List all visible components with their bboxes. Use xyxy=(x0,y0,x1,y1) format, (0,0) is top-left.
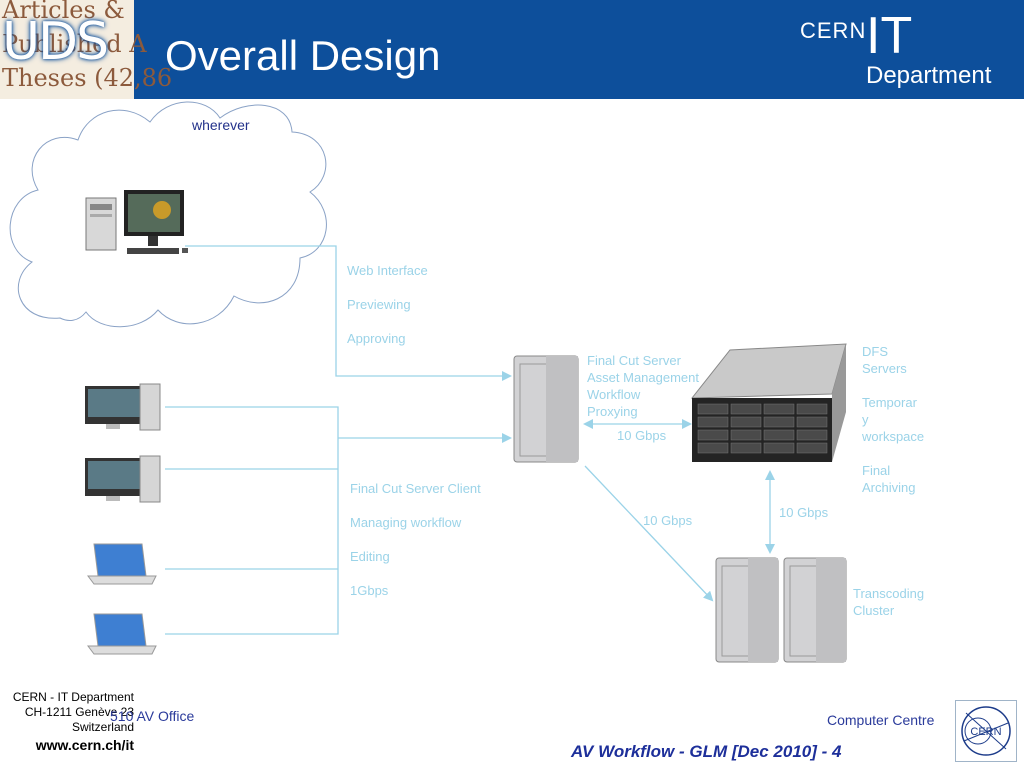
cern-it-logo-department: Department xyxy=(866,62,992,89)
dfs-label: Final xyxy=(862,463,891,478)
dfs-label: Servers xyxy=(862,361,907,376)
fcs-label: Workflow xyxy=(587,387,641,402)
previewing-label: Previewing xyxy=(347,297,411,312)
cloud-label: wherever xyxy=(192,117,250,133)
laptop-icon xyxy=(87,613,157,655)
dfs-label: Temporar xyxy=(862,395,917,410)
dfs-label: workspace xyxy=(862,429,925,444)
fcs-label: Proxying xyxy=(587,404,638,419)
address-line: CH-1211 Genève 23 xyxy=(24,705,134,719)
web-link-line xyxy=(185,245,512,381)
workstation-pc-icon xyxy=(85,190,188,254)
transcoding-server-icon xyxy=(783,557,847,663)
client-label: Editing xyxy=(350,549,390,564)
web-interface-label: Web Interface xyxy=(347,263,428,278)
fcs-label: Asset Management xyxy=(587,370,700,385)
cern-logo-icon: CERN xyxy=(955,700,1017,762)
footer-url: www.cern.ch/it xyxy=(35,737,134,753)
approving-label: Approving xyxy=(347,331,406,346)
cluster-label: Transcoding xyxy=(853,586,925,601)
fcs-cluster-link xyxy=(584,465,714,602)
cern-it-logo-cern: CERN xyxy=(800,18,867,43)
imac-icon xyxy=(85,383,161,431)
client-bus-line xyxy=(165,406,339,635)
slide-title: Overall Design xyxy=(165,32,441,79)
cern-logo-text: CERN xyxy=(970,726,1001,738)
footer-address: CERN - IT Department CH-1211 Genève 23 S… xyxy=(0,690,134,753)
dfs-server-rack-icon xyxy=(690,343,847,462)
uds-bg-line: Articles & xyxy=(2,0,125,24)
cern-it-logo-it: IT xyxy=(866,7,913,65)
client-label: Final Cut Server Client xyxy=(350,481,481,496)
address-line: CERN - IT Department xyxy=(12,690,134,704)
cluster-label: Cluster xyxy=(853,603,895,618)
office-label: 510 AV Office xyxy=(110,708,195,724)
dfs-cluster-speed-label: 10 Gbps xyxy=(779,505,829,520)
address-line: Switzerland xyxy=(71,720,134,734)
header-bar: Articles & Published A Theses (42,86 UDS… xyxy=(0,0,1024,99)
uds-logo-text: UDS xyxy=(2,12,109,72)
dfs-label: Archiving xyxy=(862,480,916,495)
fcs-label: Final Cut Server xyxy=(587,353,681,368)
footer-slide-title: AV Workflow - GLM [Dec 2010] - 4 xyxy=(571,742,842,761)
client-label: Managing workflow xyxy=(350,515,462,530)
uds-logo: Articles & Published A Theses (42,86 UDS xyxy=(0,0,172,99)
computer-centre-label: Computer Centre xyxy=(827,712,935,728)
uds-bg-line: Published A xyxy=(2,30,147,58)
dfs-label: y xyxy=(862,412,869,427)
fcs-cluster-speed-label: 10 Gbps xyxy=(643,513,693,528)
transcoding-server-icon xyxy=(715,557,779,663)
uds-bg-line: Theses (42,86 xyxy=(2,64,173,92)
fcs-dfs-speed-label: 10 Gbps xyxy=(617,428,667,443)
final-cut-server-icon xyxy=(513,355,579,463)
dfs-label: DFS xyxy=(862,344,888,359)
client-label: 1Gbps xyxy=(350,583,389,598)
imac-icon xyxy=(85,455,161,503)
laptop-icon xyxy=(87,543,157,585)
